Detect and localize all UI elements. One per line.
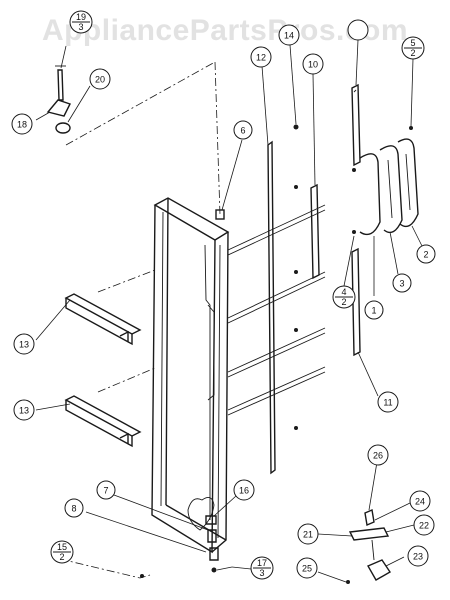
svg-text:8: 8 [71, 504, 76, 514]
svg-text:16: 16 [239, 486, 249, 496]
svg-text:23: 23 [413, 552, 423, 562]
svg-text:15: 15 [57, 542, 67, 552]
hinge-dashed-lines [65, 61, 221, 216]
callout-c-13b: 13 [13, 399, 35, 421]
part-11-strip [351, 247, 379, 397]
door-frame [151, 197, 230, 554]
part-6-cap [215, 139, 243, 220]
svg-text:19: 19 [76, 12, 86, 22]
fraction-callout-5-2: 5 2 [401, 36, 425, 130]
callout-c-23: 23 [407, 545, 429, 567]
svg-text:2: 2 [59, 552, 64, 562]
callout-c-3: 3 [392, 273, 412, 293]
bottom-hinge-parts [59, 494, 237, 579]
svg-text:25: 25 [302, 564, 312, 574]
top-hinge-assembly [35, 45, 91, 134]
svg-text:4: 4 [341, 287, 346, 297]
svg-text:7: 7 [103, 486, 108, 496]
fraction-callout-19-3: 19 3 [69, 10, 93, 34]
fraction-callout-17-3: 17 3 [231, 556, 274, 580]
svg-text:21: 21 [303, 530, 313, 540]
svg-text:20: 20 [95, 75, 105, 85]
svg-text:3: 3 [78, 22, 83, 32]
handle-parts-1-2-3 [352, 138, 423, 296]
callout-c-14: 14 [278, 24, 300, 46]
callout-c-16: 16 [233, 479, 255, 501]
watermark: AppliancePartsPros.com [41, 14, 409, 47]
svg-text:22: 22 [419, 521, 429, 531]
svg-text:17: 17 [257, 558, 267, 568]
svg-text:12: 12 [256, 53, 266, 63]
svg-text:24: 24 [415, 497, 425, 507]
callout-c-2: 2 [416, 244, 436, 264]
callout-c-11: 11 [377, 391, 399, 413]
callout-c-8: 8 [64, 498, 84, 518]
callout-c-26: 26 [367, 444, 389, 466]
callout-c-22: 22 [413, 514, 435, 536]
top-vertical-strip [351, 83, 361, 167]
svg-text:18: 18 [17, 120, 27, 130]
svg-text:2: 2 [423, 250, 428, 260]
callout-c-21: 21 [297, 523, 319, 545]
part-13-bracket-upper [35, 269, 156, 346]
fraction-callout-15-2: 15 2 [50, 540, 74, 564]
svg-text:5: 5 [410, 38, 415, 48]
svg-text:13: 13 [19, 406, 29, 416]
svg-text:26: 26 [373, 451, 383, 461]
callout-c-20: 20 [89, 68, 111, 90]
svg-text:2: 2 [341, 297, 346, 307]
svg-text:1: 1 [371, 306, 376, 316]
part-10-strip [310, 73, 320, 280]
callout-c-10: 10 [302, 53, 324, 75]
shelf-rails [227, 204, 326, 416]
part-13-bracket-lower [35, 367, 156, 448]
svg-text:14: 14 [284, 31, 294, 41]
svg-text:10: 10 [308, 60, 318, 70]
callout-c-7: 7 [96, 480, 116, 500]
bottom-right-hinge-assembly [317, 461, 415, 584]
callout-blank-top [347, 19, 369, 86]
fraction-callout-4-2: 4 2 [332, 235, 356, 309]
svg-text:3: 3 [259, 568, 264, 578]
callout-c-1: 1 [364, 300, 384, 320]
callout-c-12: 12 [250, 46, 272, 68]
callout-c-25: 25 [296, 557, 318, 579]
callout-c-18: 18 [11, 113, 33, 135]
svg-text:13: 13 [19, 340, 29, 350]
svg-text:2: 2 [410, 48, 415, 58]
callout-c-6: 6 [233, 120, 253, 140]
svg-text:3: 3 [399, 279, 404, 289]
part-12-vertical-bar [261, 65, 276, 475]
svg-text:6: 6 [240, 126, 245, 136]
callout-c-24: 24 [409, 490, 431, 512]
svg-text:11: 11 [383, 398, 392, 408]
callout-c-13a: 13 [13, 333, 35, 355]
part-14-screws [289, 44, 299, 430]
